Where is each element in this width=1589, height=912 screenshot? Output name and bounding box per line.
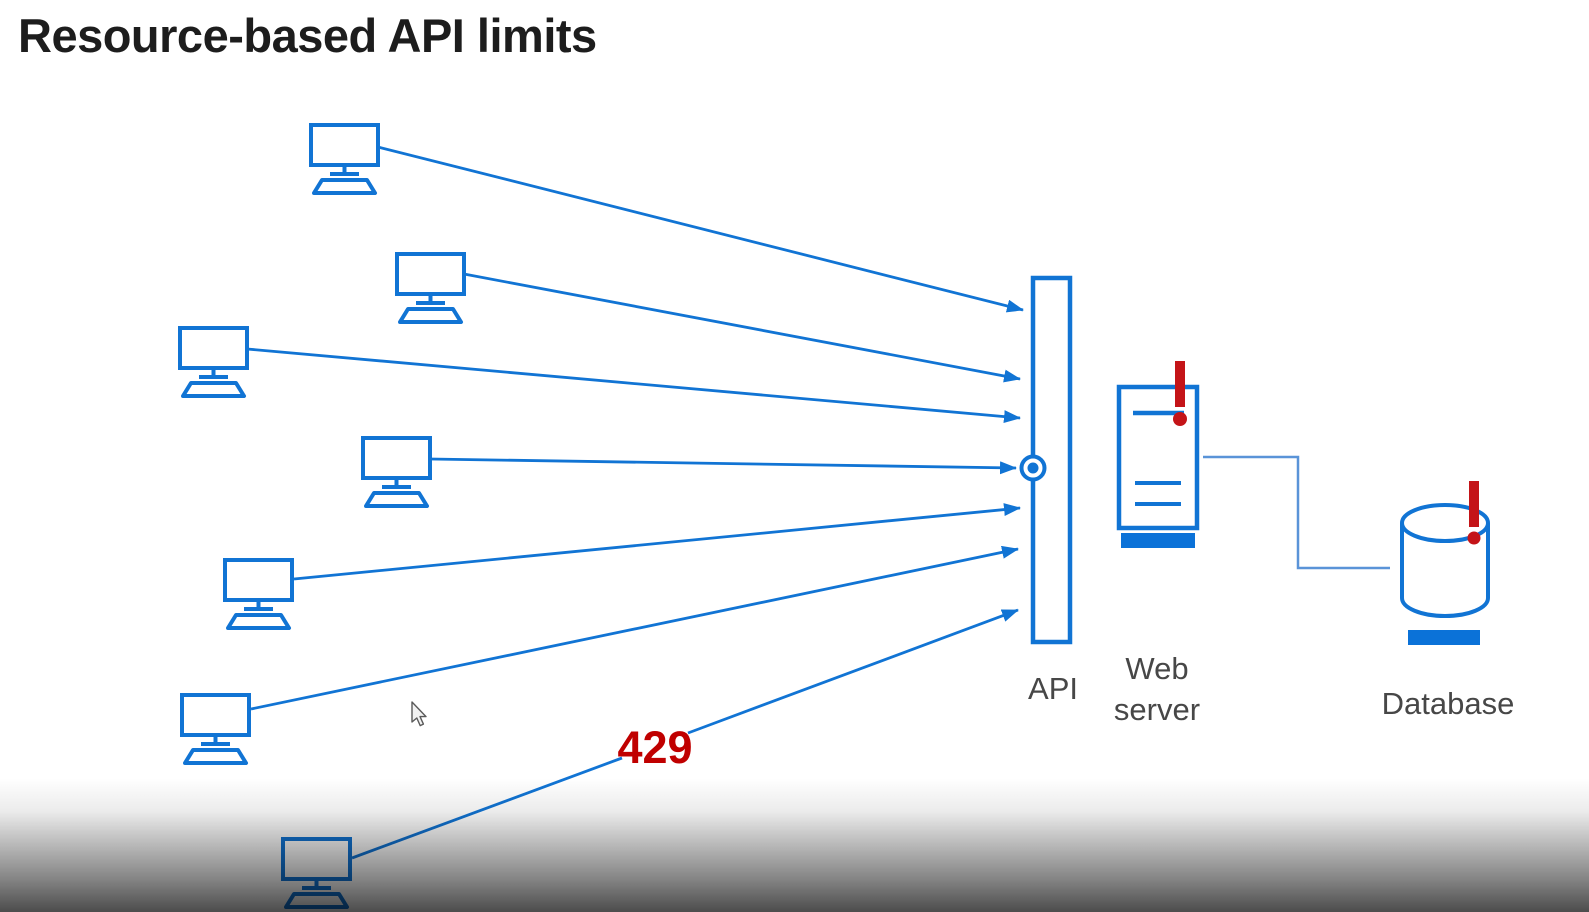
database-cylinder-icon xyxy=(1400,481,1490,645)
web-server-label-line2: server xyxy=(1113,692,1201,727)
desktop-computer-icon xyxy=(180,693,251,765)
web-server-label: Web server xyxy=(1114,648,1200,730)
database-label: Database xyxy=(1381,686,1515,721)
error-exclamation-icon xyxy=(1173,361,1187,426)
api-gateway-bar-icon xyxy=(1019,275,1073,645)
throttle-target-dot xyxy=(1027,462,1039,474)
desktop-computer-icon xyxy=(178,326,249,398)
desktop-computer-icon xyxy=(395,252,466,324)
request-arrow-5 xyxy=(293,503,1021,581)
request-arrow-2 xyxy=(463,272,1021,383)
mouse-cursor-icon xyxy=(411,701,427,727)
desktop-computer-icon xyxy=(361,436,432,508)
request-arrows xyxy=(246,145,1024,860)
throttled-request-line-start xyxy=(351,756,623,860)
request-arrow-6 xyxy=(250,545,1019,711)
desktop-computer-icon xyxy=(223,558,294,630)
error-exclamation-icon xyxy=(1467,481,1481,545)
api-label: API xyxy=(1028,671,1078,706)
request-arrow-1 xyxy=(377,145,1024,313)
web-server-label-line1: Web xyxy=(1125,651,1189,686)
server-database-connector xyxy=(1203,455,1390,570)
desktop-computer-icon xyxy=(309,123,380,195)
client-computers xyxy=(178,123,466,909)
request-arrow-4 xyxy=(429,457,1017,475)
request-arrow-3 xyxy=(246,347,1021,424)
desktop-computer-icon xyxy=(281,837,352,909)
http-429-status-label: 429 xyxy=(617,722,693,773)
page-title: Resource-based API limits xyxy=(18,9,597,62)
web-server-icon xyxy=(1116,361,1200,548)
throttled-request-line-end xyxy=(687,608,1019,735)
